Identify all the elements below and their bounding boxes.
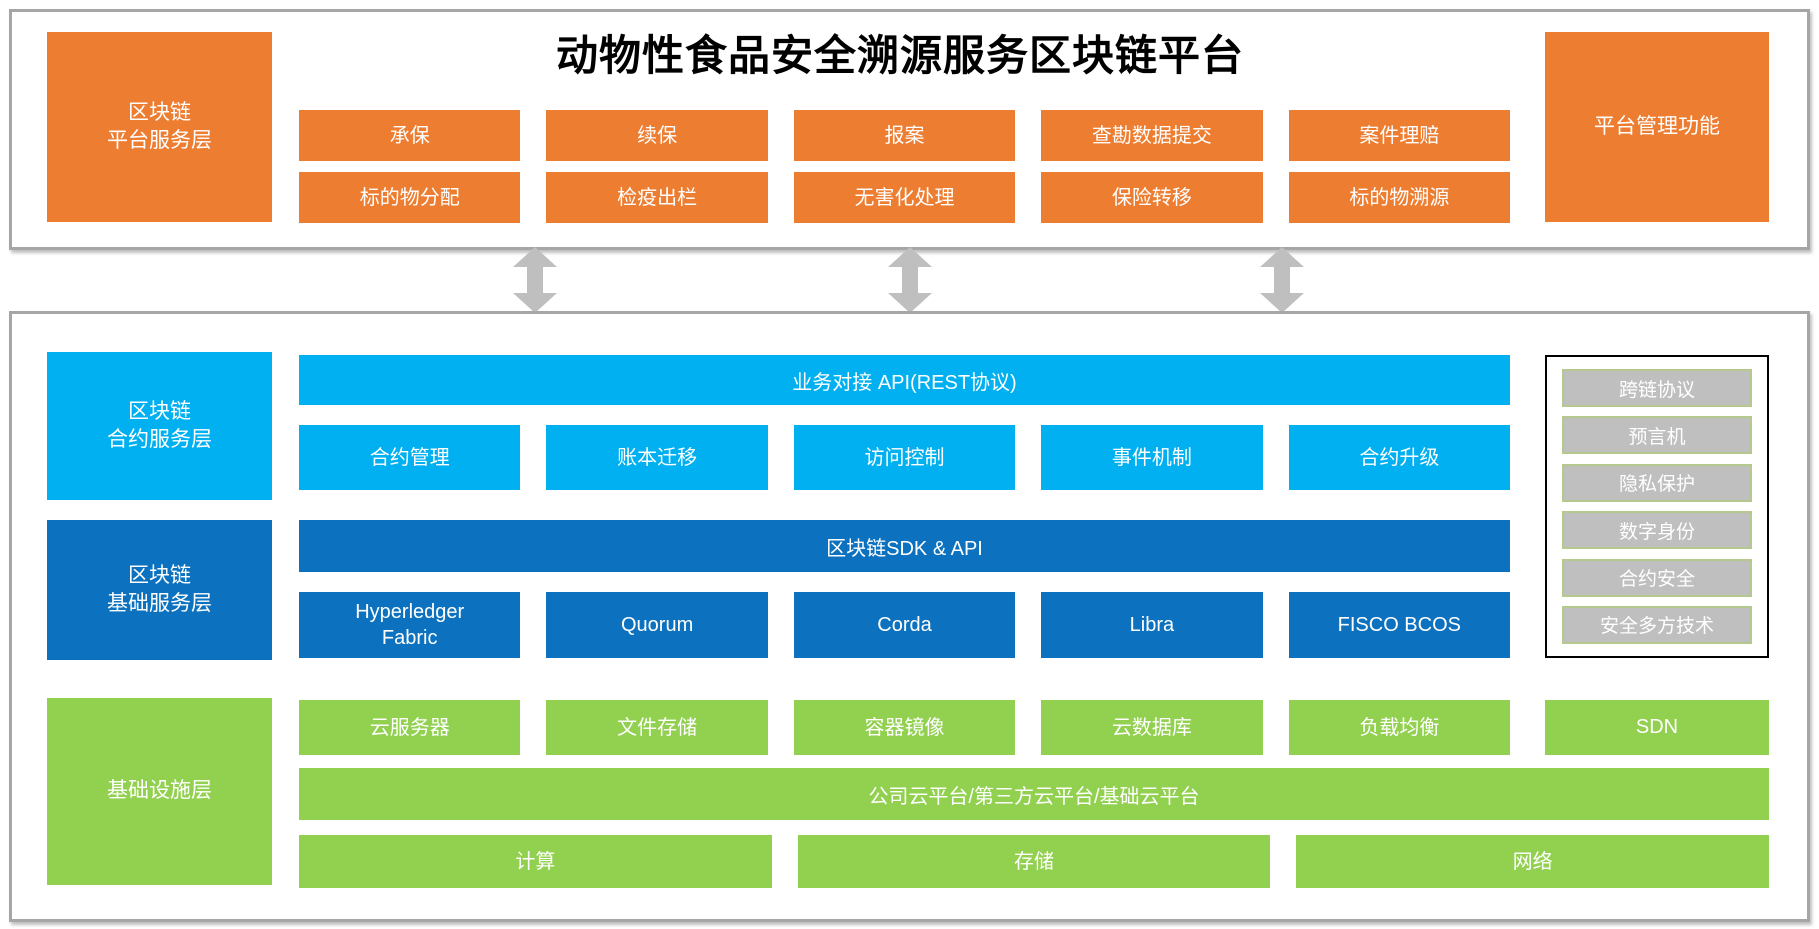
sdk-api-bar: 区块链SDK & API xyxy=(299,520,1510,572)
btn-chakan-data: 查勘数据提交 xyxy=(1041,110,1263,161)
platform-buttons-row1: 承保 续保 报案 查勘数据提交 案件理赔 xyxy=(299,110,1511,161)
btn-contract-upgrade: 合约升级 xyxy=(1288,425,1511,490)
btn-libra: Libra xyxy=(1041,592,1263,658)
btn-baoan: 报案 xyxy=(793,110,1016,161)
btn-biaodiwu-fenpei: 标的物分配 xyxy=(299,172,521,223)
panel-item-crosschain: 跨链协议 xyxy=(1562,369,1752,407)
btn-storage: 存储 xyxy=(797,835,1271,888)
base-layer-label-line2: 基础服务层 xyxy=(107,592,212,615)
panel-item-contract-security: 合约安全 xyxy=(1562,558,1752,597)
contract-layer-label-line1: 区块链 xyxy=(128,399,191,423)
btn-ledger-migrate: 账本迁移 xyxy=(546,425,768,490)
btn-wuhaihua: 无害化处理 xyxy=(793,172,1016,223)
cloud-platform-bar: 公司云平台/第三方云平台/基础云平台 xyxy=(299,768,1769,820)
btn-compute: 计算 xyxy=(299,835,772,888)
btn-corda: Corda xyxy=(793,592,1016,658)
panel-item-privacy: 隐私保护 xyxy=(1562,463,1752,502)
panel-item-oracle: 预言机 xyxy=(1562,416,1752,455)
btn-load-balance: 负载均衡 xyxy=(1288,700,1511,755)
btn-hyperledger-fabric: Hyperledger Fabric xyxy=(299,592,521,658)
platform-layer-label-line2: 平台服务层 xyxy=(107,129,212,152)
btn-file-storage: 文件存储 xyxy=(546,700,768,755)
btn-access-control: 访问控制 xyxy=(793,425,1016,490)
base-buttons-row: Hyperledger Fabric Quorum Corda Libra FI… xyxy=(299,592,1511,658)
infra-buttons-row1: 云服务器 文件存储 容器镜像 云数据库 负载均衡 xyxy=(299,700,1511,755)
platform-layer-label: 区块链 平台服务层 xyxy=(47,32,272,222)
contract-layer-label-line2: 合约服务层 xyxy=(107,428,212,451)
base-layer-label-line1: 区块链 xyxy=(128,563,191,587)
btn-biaodiwu-suyuan: 标的物溯源 xyxy=(1288,172,1511,223)
btn-network: 网络 xyxy=(1296,835,1770,888)
base-layer-label: 区块链 基础服务层 xyxy=(47,520,272,660)
infra-buttons-row2: 计算 存储 网络 xyxy=(299,835,1770,888)
contract-layer-label: 区块链 合约服务层 xyxy=(47,352,272,500)
btn-anjian-lipei: 案件理赔 xyxy=(1288,110,1511,161)
btn-baoxian-zhuanyi: 保险转移 xyxy=(1041,172,1263,223)
security-panel: 跨链协议 预言机 隐私保护 数字身份 合约安全 安全多方技术 xyxy=(1545,355,1769,658)
infra-layer-label: 基础设施层 xyxy=(47,698,272,885)
btn-quorum: Quorum xyxy=(546,592,768,658)
platform-layer-label-line1: 区块链 xyxy=(128,100,191,124)
btn-jianyi-chulan: 检疫出栏 xyxy=(546,172,768,223)
btn-event-mechanism: 事件机制 xyxy=(1041,425,1263,490)
btn-fisco-bcos: FISCO BCOS xyxy=(1288,592,1511,658)
platform-admin-label: 平台管理功能 xyxy=(1545,32,1769,222)
contract-buttons-row: 合约管理 账本迁移 访问控制 事件机制 合约升级 xyxy=(299,425,1511,490)
double-arrow-icon xyxy=(888,247,932,313)
btn-chengbao: 承保 xyxy=(299,110,521,161)
panel-item-digital-identity: 数字身份 xyxy=(1562,511,1752,550)
btn-sdn: SDN xyxy=(1545,700,1769,755)
btn-contract-manage: 合约管理 xyxy=(299,425,521,490)
panel-item-mpc: 安全多方技术 xyxy=(1562,605,1752,644)
page-title: 动物性食品安全溯源服务区块链平台 xyxy=(555,32,1244,79)
rest-api-bar: 业务对接 API(REST协议) xyxy=(299,355,1510,405)
btn-cloud-database: 云数据库 xyxy=(1041,700,1263,755)
platform-buttons-row2: 标的物分配 检疫出栏 无害化处理 保险转移 标的物溯源 xyxy=(299,172,1511,223)
btn-container-image: 容器镜像 xyxy=(793,700,1016,755)
double-arrow-icon xyxy=(1260,247,1304,313)
double-arrow-icon xyxy=(513,247,557,313)
btn-xubao: 续保 xyxy=(546,110,768,161)
btn-cloud-server: 云服务器 xyxy=(299,700,521,755)
